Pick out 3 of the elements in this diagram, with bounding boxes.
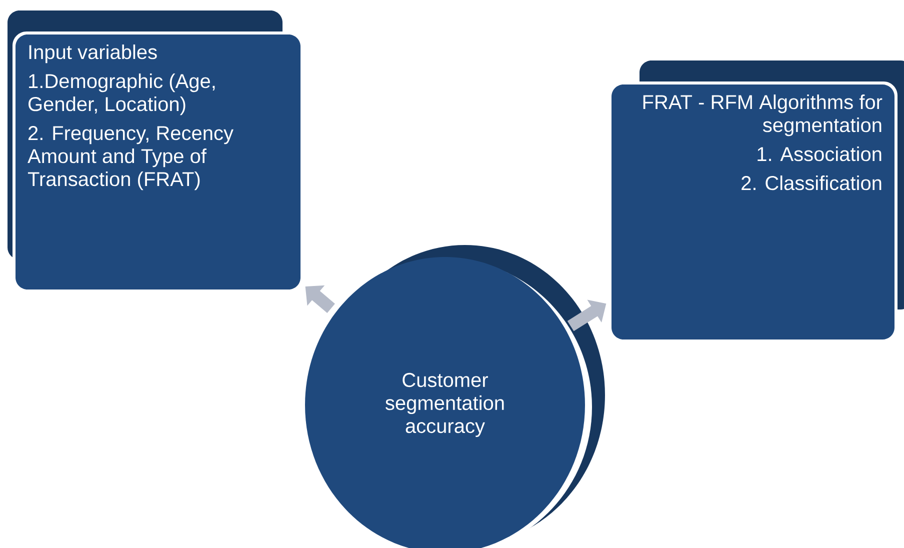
text-box: Input variables 1.Demographic (Age, Gender, Location) 2. Frequency, Recency Amount and Type of Transaction (FRAT) — [8, 10, 304, 292]
text-box: FRAT - RFM Algorithms for segmentation 1. Association 2. Classification — [608, 60, 904, 342]
node-label: Customer segmentation accuracy — [386, 372, 504, 438]
